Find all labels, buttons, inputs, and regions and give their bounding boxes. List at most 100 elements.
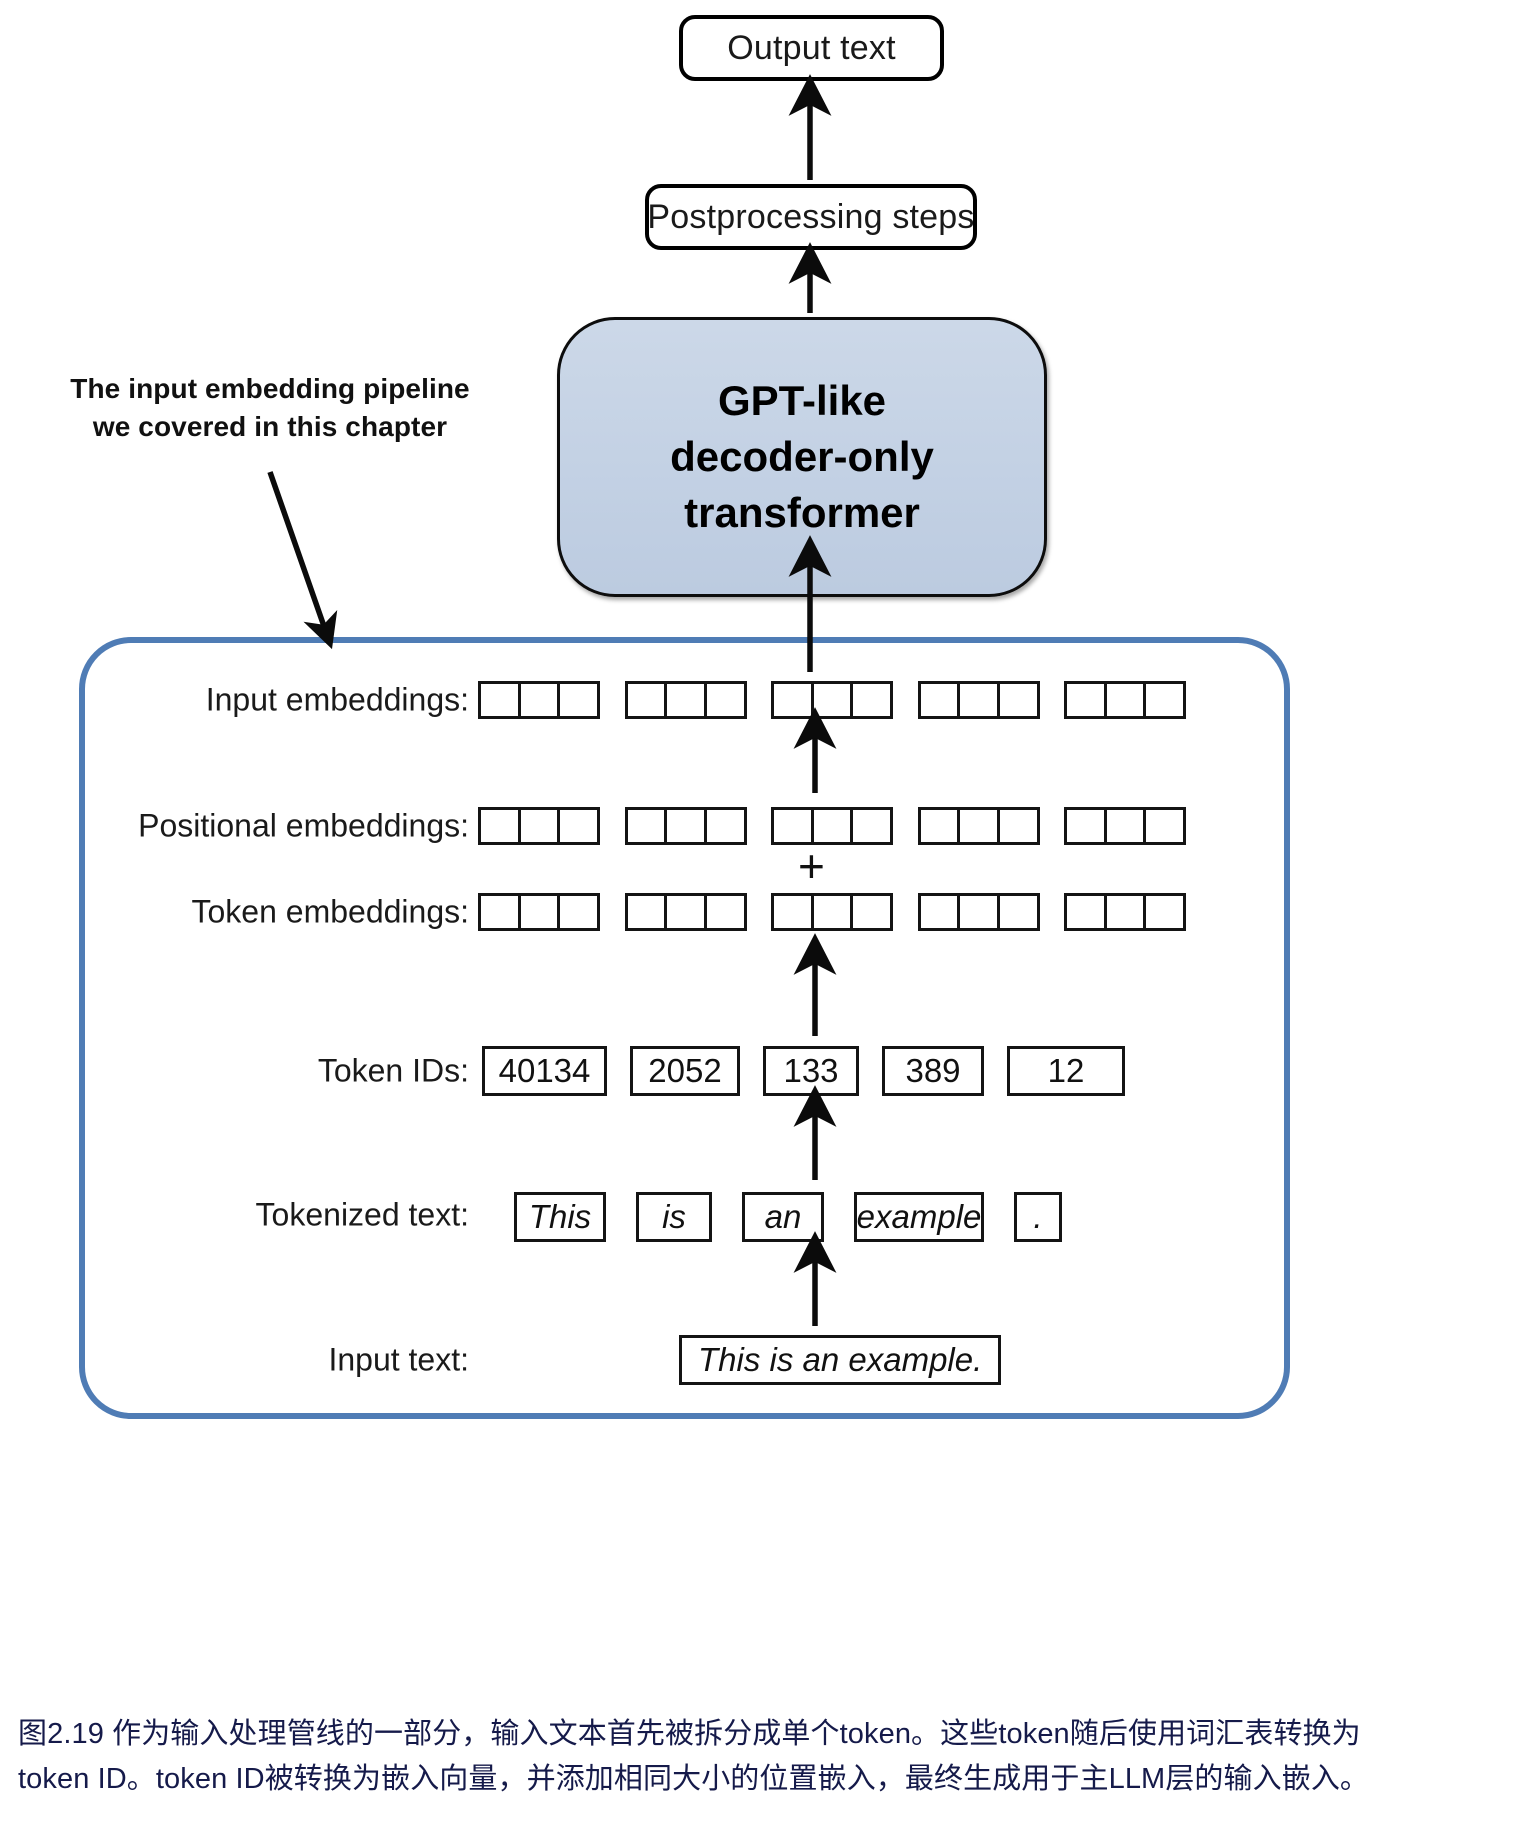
embedding-cell — [517, 807, 561, 845]
embedding-cell — [624, 807, 668, 845]
tokenized-text-box: an — [742, 1192, 824, 1242]
positional-embeddings-cells — [478, 807, 1186, 845]
figure-caption: 图2.19 作为输入处理管线的一部分，输入文本首先被拆分成单个token。这些t… — [18, 1712, 1498, 1802]
embedding-cell — [957, 681, 1000, 719]
token-ids-row: 40134 2052 133 389 12 — [482, 1046, 1125, 1096]
embedding-cell — [1103, 893, 1147, 931]
embedding-group — [917, 807, 1040, 845]
embedding-cell — [664, 807, 707, 845]
embedding-cell — [810, 807, 854, 845]
token-id-box: 40134 — [482, 1046, 607, 1096]
embedding-cell — [557, 893, 600, 931]
embedding-cell — [996, 807, 1040, 845]
embedding-cell — [1143, 681, 1186, 719]
output-text-label: Output text — [727, 28, 896, 67]
embedding-cell — [517, 681, 561, 719]
embedding-cell — [996, 893, 1040, 931]
embedding-cell — [1103, 681, 1147, 719]
transformer-line-2: decoder-only — [670, 433, 934, 481]
embedding-cell — [996, 681, 1040, 719]
embedding-cell — [810, 893, 854, 931]
embedding-cell — [478, 681, 521, 719]
postprocessing-steps-box: Postprocessing steps — [645, 184, 977, 250]
embedding-group — [1064, 893, 1186, 931]
embedding-cell — [664, 681, 707, 719]
token-embeddings-cells — [478, 893, 1186, 931]
token-id-box: 389 — [882, 1046, 984, 1096]
caption-line-1: 图2.19 作为输入处理管线的一部分，输入文本首先被拆分成单个token。这些t… — [18, 1718, 1361, 1750]
embedding-cell — [557, 681, 600, 719]
embedding-group — [624, 681, 747, 719]
gpt-transformer-box: GPT-like decoder-only transformer — [557, 317, 1047, 597]
embedding-group — [1064, 681, 1186, 719]
transformer-line-3: transformer — [684, 488, 920, 536]
pipeline-annotation: The input embedding pipeline we covered … — [70, 370, 470, 446]
embedding-group — [478, 807, 600, 845]
embedding-cell — [478, 807, 521, 845]
output-text-box: Output text — [679, 15, 944, 81]
tokenized-text-box: . — [1014, 1192, 1062, 1242]
embedding-cell — [1064, 893, 1107, 931]
input-embeddings-cells — [478, 681, 1186, 719]
embedding-cell — [771, 893, 814, 931]
embedding-cell — [1103, 807, 1147, 845]
transformer-line-1: GPT-like — [717, 377, 887, 425]
gpt-transformer-label: GPT-like decoder-only transformer — [670, 373, 934, 541]
embedding-cell — [850, 893, 893, 931]
input-text-value: This is an example. — [698, 1341, 983, 1378]
row-label-input-text: Input text: — [328, 1341, 469, 1378]
input-embedding-pipeline-container — [79, 637, 1290, 1419]
token-id-box: 12 — [1007, 1046, 1125, 1096]
embedding-cell — [664, 893, 707, 931]
arrow-annotation-leader — [267, 471, 338, 650]
row-label-token-ids: Token IDs: — [317, 1052, 469, 1089]
embedding-group — [624, 807, 747, 845]
token-id-box: 2052 — [630, 1046, 740, 1096]
annotation-line-1: The input embedding pipeline — [70, 373, 470, 404]
embedding-cell — [771, 807, 814, 845]
embedding-group — [1064, 807, 1186, 845]
embedding-group — [478, 681, 600, 719]
embedding-cell — [957, 893, 1000, 931]
plus-icon: + — [798, 840, 825, 892]
embedding-cell — [917, 681, 961, 719]
embedding-cell — [810, 681, 854, 719]
embedding-cell — [917, 893, 961, 931]
embedding-group — [478, 893, 600, 931]
row-label-positional-embeddings: Positional embeddings: — [138, 807, 469, 844]
tokenized-text-box: This — [514, 1192, 606, 1242]
embedding-cell — [850, 681, 893, 719]
embedding-cell — [703, 893, 747, 931]
embedding-cell — [478, 893, 521, 931]
row-label-token-embeddings: Token embeddings: — [191, 893, 469, 930]
embedding-cell — [917, 807, 961, 845]
embedding-cell — [624, 893, 668, 931]
annotation-line-2: we covered in this chapter — [92, 410, 448, 442]
embedding-group — [917, 681, 1040, 719]
embedding-cell — [517, 893, 561, 931]
row-label-tokenized-text: Tokenized text: — [255, 1196, 469, 1233]
embedding-cell — [1143, 807, 1186, 845]
embedding-group — [771, 893, 893, 931]
tokenized-text-box: example — [854, 1192, 984, 1242]
embedding-cell — [850, 807, 893, 845]
embedding-cell — [624, 681, 668, 719]
embedding-cell — [771, 681, 814, 719]
embedding-cell — [557, 807, 600, 845]
embedding-group — [624, 893, 747, 931]
embedding-cell — [703, 681, 747, 719]
embedding-group — [771, 807, 893, 845]
postprocessing-steps-label: Postprocessing steps — [647, 197, 975, 236]
embedding-group — [771, 681, 893, 719]
embedding-cell — [1064, 681, 1107, 719]
tokenized-text-box: is — [636, 1192, 712, 1242]
embedding-cell — [957, 807, 1000, 845]
embedding-group — [917, 893, 1040, 931]
input-text-box: This is an example. — [679, 1335, 1002, 1385]
embedding-cell — [1143, 893, 1186, 931]
caption-line-2: token ID。token ID被转换为嵌入向量，并添加相同大小的位置嵌入，最… — [18, 1762, 1370, 1795]
embedding-cell — [703, 807, 747, 845]
token-id-box: 133 — [763, 1046, 859, 1096]
